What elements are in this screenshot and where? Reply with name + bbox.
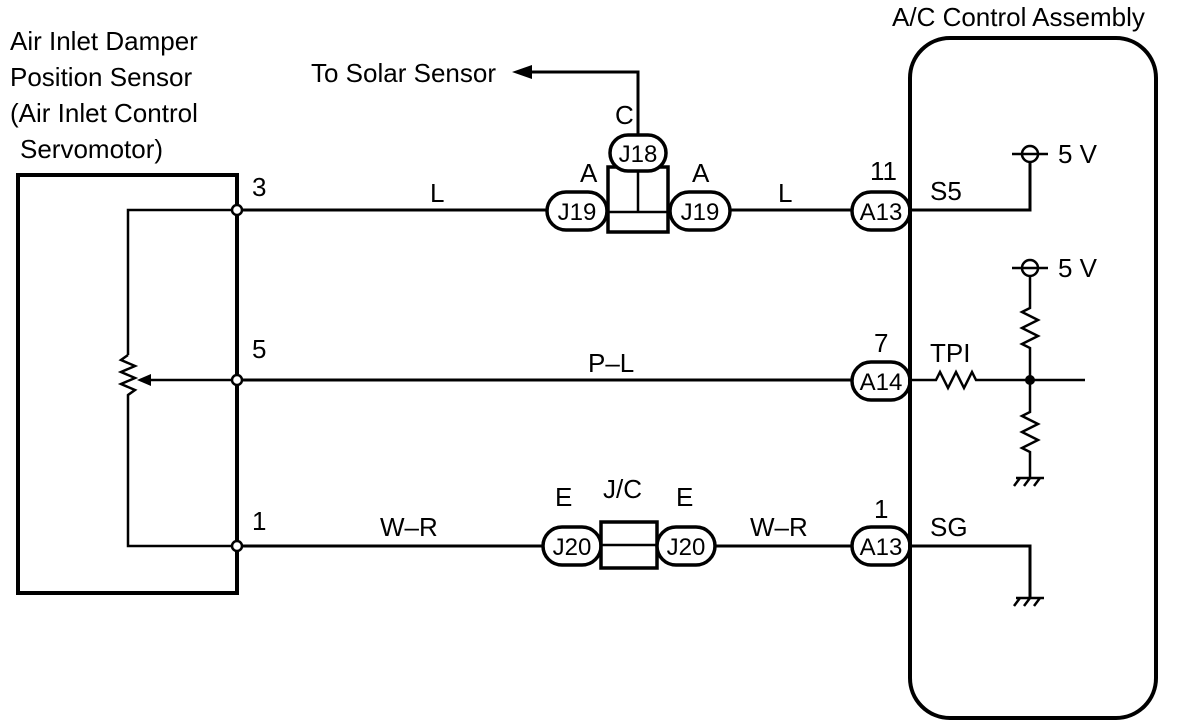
sensor-title-line3: (Air Inlet Control (10, 98, 198, 128)
connector-j18-label: J18 (619, 141, 658, 168)
sensor-title-line1: Air Inlet Damper (10, 26, 198, 56)
supply-5v-mid-label: 5 V (1058, 253, 1098, 283)
to-solar-sensor-label: To Solar Sensor (311, 58, 496, 88)
pullup-resistor-icon (1019, 276, 1041, 380)
jc-label: J/C (603, 474, 642, 504)
ecu-pin-1: 1 (874, 494, 888, 524)
connector-a14-label: A14 (860, 369, 903, 396)
pulldown-resistor-icon (1019, 380, 1041, 478)
wire-color-w-r-left: W–R (380, 512, 438, 542)
wire-color-w-r-right: W–R (750, 512, 808, 542)
sensor-pin-1: 1 (252, 506, 266, 536)
solar-arrow-icon (512, 65, 532, 79)
connector-a13-top-label: A13 (860, 199, 903, 226)
ecu-pin-7: 7 (874, 328, 888, 358)
terminal-3-dot (230, 203, 244, 217)
supply-5v-top-label: 5 V (1058, 139, 1098, 169)
tpi-resistor-icon (910, 369, 1085, 391)
connector-j19-left-label: J19 (558, 199, 597, 226)
ecu-box (908, 36, 1158, 720)
j19-left-pin: A (580, 158, 598, 188)
connector-a13-bottom-label: A13 (860, 534, 903, 561)
ecu-terminal-s5: S5 (930, 176, 962, 206)
ecu-terminal-tpi: TPI (930, 338, 970, 368)
wire-color-l-left: L (430, 178, 444, 208)
sensor-internal-wire-top (126, 208, 237, 355)
wire-color-l-right: L (778, 178, 792, 208)
j18-pin-c: C (615, 100, 634, 130)
wire-solar (530, 70, 640, 135)
terminal-5-dot (230, 373, 244, 387)
j20-left-pin: E (555, 482, 572, 512)
ecu-title: A/C Control Assembly (892, 2, 1145, 32)
sensor-title-line2: Position Sensor (10, 62, 192, 92)
ecu-terminal-sg: SG (930, 512, 968, 542)
potentiometer-resistor-icon (117, 353, 139, 400)
ecu-pin-11: 11 (870, 156, 897, 186)
sensor-pin-5: 5 (252, 334, 266, 364)
sensor-internal-wire-bottom (126, 400, 237, 548)
sensor-title-line4: Servomotor) (20, 134, 163, 164)
wire-color-p-l: P–L (588, 348, 634, 378)
connector-j19-right-label: J19 (681, 199, 720, 226)
j19-right-pin: A (692, 158, 710, 188)
ground-icon-mid (1013, 476, 1044, 487)
sensor-pin-3: 3 (252, 172, 266, 202)
ground-icon-bottom (1013, 596, 1044, 607)
terminal-1-dot (230, 539, 244, 553)
sg-internal-wire (910, 544, 1032, 598)
s5-internal-wire (910, 162, 1032, 212)
connector-j20-left-label: J20 (553, 534, 592, 561)
j20-right-pin: E (676, 482, 693, 512)
connector-j20-right-label: J20 (667, 534, 706, 561)
wiper-arrow-icon (137, 374, 151, 386)
